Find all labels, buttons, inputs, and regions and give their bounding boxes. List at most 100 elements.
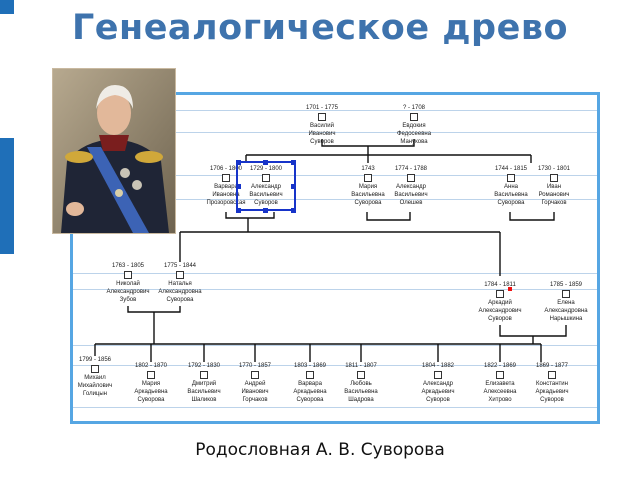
person-name: Суворов: [254, 200, 278, 206]
person-anna-suvorova[interactable]: 1744 - 1815 Анна Васильевна Суворова: [477, 165, 545, 207]
person-years: 1729 - 1800: [249, 166, 283, 172]
person-name: Хитрово: [488, 397, 512, 403]
person-name: Иванович: [308, 131, 336, 137]
person-name: Иван: [546, 184, 562, 190]
person-years: 1775 - 1844: [163, 263, 197, 269]
person-name: Васильевич: [394, 192, 428, 198]
person-icon: [410, 113, 418, 121]
person-name: Ивановна: [212, 192, 240, 198]
selection-handle[interactable]: [236, 160, 241, 165]
person-elena-naryshkina[interactable]: 1785 - 1859 Елена Александровна Нарышкин…: [532, 281, 600, 323]
row-line: [73, 289, 597, 290]
person-years: 1803 - 1869: [293, 363, 327, 369]
person-name: Горчаков: [242, 397, 268, 403]
person-name: Суворов: [488, 316, 512, 322]
person-arkadiy-suvorov[interactable]: 1784 - 1811 Аркадий Александрович Суворо…: [466, 281, 534, 323]
person-elizaveta-khitrovo[interactable]: 1822 - 1869 Елизавета Алексеевна Хитрово: [466, 362, 534, 404]
person-dmitriy-shalikov[interactable]: 1792 - 1830 Дмитрий Васильевич Шаликов: [170, 362, 238, 404]
person-name: Варвара: [298, 381, 322, 387]
person-years: 1869 - 1877: [535, 363, 569, 369]
selection-handle[interactable]: [236, 208, 241, 213]
person-alexander-a-suvorov[interactable]: 1804 - 1882 Александр Аркадьевич Суворов: [404, 362, 472, 404]
person-icon: [318, 113, 326, 121]
person-ivan-gorchakov[interactable]: 1730 - 1801 Иван Романович Горчаков: [520, 165, 588, 207]
person-name: Александр: [250, 184, 282, 190]
person-icon: [176, 271, 184, 279]
person-name: Василий: [310, 123, 334, 129]
person-name: Аркадьевна: [293, 389, 327, 395]
selection-handle[interactable]: [236, 184, 241, 189]
person-icon: [222, 174, 230, 182]
person-icon: [124, 271, 132, 279]
person-years: 1784 - 1811: [484, 282, 516, 288]
person-name: Суворов: [426, 397, 450, 403]
selection-handle[interactable]: [291, 184, 296, 189]
person-name: Елизавета: [485, 381, 515, 387]
person-years: 1792 - 1830: [187, 363, 221, 369]
person-lyubov-shadrova[interactable]: 1811 - 1807 Любовь Васильевна Шадрова: [327, 362, 395, 404]
person-natalya-suvorova[interactable]: 1775 - 1844 Наталья Александровна Суворо…: [146, 262, 214, 304]
row-line: [73, 132, 597, 133]
person-name: Николай: [116, 281, 140, 287]
person-name: Михаил: [84, 375, 106, 381]
person-name: Александр: [422, 381, 454, 387]
person-nikolay-zubov[interactable]: 1763 - 1805 Николай Александрович Зубов: [94, 262, 162, 304]
person-name: Нарышкина: [549, 316, 583, 322]
person-icon: [550, 174, 558, 182]
accent-bar-top: [0, 0, 14, 14]
connector: [509, 212, 555, 221]
person-years: 1770 - 1857: [238, 363, 272, 369]
person-name: Наталья: [168, 281, 192, 287]
person-konstantin-suvorov[interactable]: 1869 - 1877 Константин Аркадьевич Суворо…: [521, 362, 583, 404]
person-years: 1763 - 1805: [111, 263, 145, 269]
connector: [127, 306, 181, 313]
person-name: Мария: [141, 381, 161, 387]
selection-handle[interactable]: [263, 208, 268, 213]
selection-handle[interactable]: [291, 160, 296, 165]
person-name: Андрей: [244, 381, 266, 387]
person-years: 1730 - 1801: [537, 166, 571, 172]
row-line: [73, 110, 597, 111]
person-name: Суворова: [354, 200, 382, 206]
person-icon: [306, 371, 314, 379]
person-years: 1804 - 1882: [421, 363, 455, 369]
row-line: [73, 199, 597, 200]
person-name: Аркадьевич: [421, 389, 455, 395]
person-andrey-gorchakov[interactable]: 1770 - 1857 Андрей Иванович Горчаков: [221, 362, 289, 404]
selection-handle[interactable]: [291, 208, 296, 213]
row-line: [73, 365, 597, 366]
person-name: Суворова: [166, 297, 194, 303]
person-alexander-oleshev[interactable]: 1774 - 1788 Александр Васильевич Олешев: [377, 165, 445, 207]
person-icon: [496, 290, 504, 298]
person-name: Александровна: [544, 308, 588, 314]
person-years: 1743: [361, 166, 375, 172]
person-varvara-prozorovskaya[interactable]: 1706 - 1800 Варвара Ивановна Прозоровска…: [192, 165, 260, 207]
person-years: ? - 1708: [402, 105, 426, 111]
person-mikhail-golitsyn[interactable]: 1799 - 1856 Михаил Михайлович Голицын: [66, 356, 124, 398]
person-vasiliy-suvorov[interactable]: 1701 - 1775 Василий Иванович Суворов: [288, 104, 356, 146]
person-icon: [434, 371, 442, 379]
person-evdokiya-manukova[interactable]: ? - 1708 Евдокия Федосеевна Манукова: [380, 104, 448, 146]
person-mariya-suvorova[interactable]: 1743 Мария Васильевна Суворова: [334, 165, 402, 207]
person-years: 1774 - 1788: [394, 166, 428, 172]
selection-handle[interactable]: [263, 160, 268, 165]
person-years: 1744 - 1815: [494, 166, 528, 172]
person-varvara-a-suvorova[interactable]: 1803 - 1869 Варвара Аркадьевна Суворова: [276, 362, 344, 404]
person-years: 1785 - 1859: [549, 282, 583, 288]
person-icon: [91, 365, 99, 373]
person-name: Олешев: [399, 200, 423, 206]
slide-title: Генеалогическое древо: [71, 8, 569, 48]
suvorov-portrait-image: [52, 68, 176, 234]
row-line: [73, 175, 597, 176]
person-name: Суворова: [296, 397, 324, 403]
person-name: Варвара: [214, 184, 238, 190]
person-name: Любовь: [350, 381, 372, 387]
person-name: Аркадьевич: [535, 389, 569, 395]
person-icon: [251, 371, 259, 379]
person-mariya-a-suvorova[interactable]: 1802 - 1870 Мария Аркадьевна Суворова: [117, 362, 185, 404]
person-name: Манукова: [400, 139, 428, 145]
person-name: Васильевич: [187, 389, 221, 395]
row-line: [73, 407, 597, 408]
person-alexander-suvorov-selected[interactable]: 1729 - 1800 Александр Васильевич Суворов: [236, 161, 296, 211]
